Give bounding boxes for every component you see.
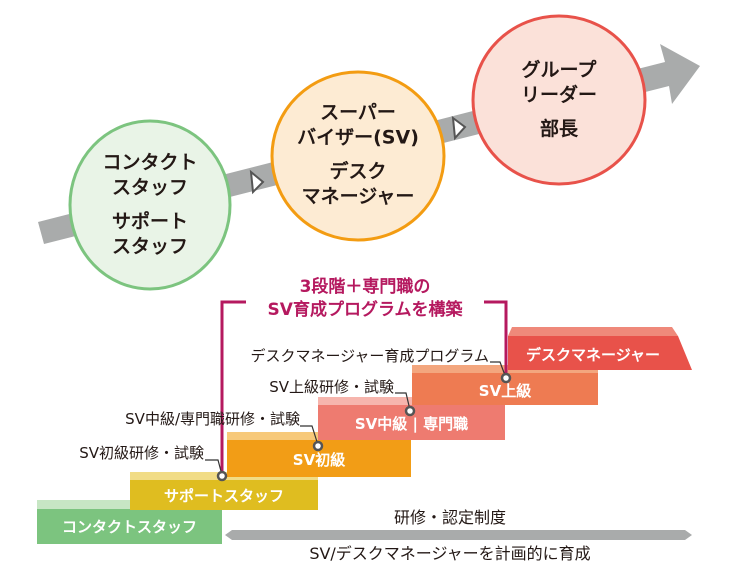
stage-circle-3 <box>471 14 647 186</box>
stage-circle-2 <box>270 70 446 242</box>
stage-circle-1 <box>68 119 232 291</box>
program-bracket <box>220 300 246 475</box>
stage-label: グループ <box>521 58 597 81</box>
step-label-contact: コンタクトスタッフ <box>61 518 197 536</box>
play-marker-icon <box>249 169 265 195</box>
step-label-sv-junior: SV初級 <box>292 451 346 469</box>
step-support-staff <box>130 480 318 510</box>
training-sv-senior: SV上級研修・試験 <box>269 378 394 396</box>
step-label-desk-manager: デスクマネージャー <box>526 346 660 364</box>
stage-label: バイザー(SV) <box>297 126 419 149</box>
timeline-bar <box>225 530 692 540</box>
step-desk-manager <box>508 336 692 370</box>
stage-top: グループ リーダー 部長 <box>521 58 597 142</box>
system-label: 研修・認定制度 <box>393 508 507 527</box>
training-sv-middle: SV中級/専門職研修・試験 <box>125 410 300 428</box>
goal-label: SV/デスクマネージャーを計画的に育成 <box>309 544 591 563</box>
program-title: 3段階＋専門職の SV育成プログラムを構築 <box>261 276 469 322</box>
stage-mid: スーパー バイザー(SV) デスク マネージャー <box>297 101 419 210</box>
stage-label: スタッフ <box>111 235 189 258</box>
stage-label: 部長 <box>539 118 579 141</box>
title-line: 3段階＋専門職の <box>299 277 431 297</box>
milestone-dot <box>216 470 228 482</box>
step-label-sv-senior: SV上級 <box>478 382 532 400</box>
milestone-dot <box>404 405 416 417</box>
stage-label: リーダー <box>520 83 598 106</box>
stage-label: スタッフ <box>111 176 189 199</box>
step-label-sv-middle: SV中級 | 専門職 <box>354 415 469 433</box>
stage-label: スーパー <box>320 101 396 124</box>
step-contact-staff <box>37 509 222 544</box>
stage-label: マネージャー <box>301 185 415 208</box>
stage-label: サポート <box>111 211 189 233</box>
step-label-support: サポートスタッフ <box>163 487 284 505</box>
training-sv-junior: SV初級研修・試験 <box>79 444 204 462</box>
title-line: SV育成プログラムを構築 <box>267 299 463 320</box>
milestone-dot <box>312 440 324 452</box>
stage-entry: コンタクト スタッフ サポート スタッフ <box>102 151 197 260</box>
stage-label: コンタクト <box>102 151 198 174</box>
milestone-dot <box>500 372 512 384</box>
training-desk-manager: デスクマネージャー育成プログラム <box>250 347 489 365</box>
play-marker-icon <box>451 115 467 141</box>
stage-label: デスク <box>329 161 387 183</box>
